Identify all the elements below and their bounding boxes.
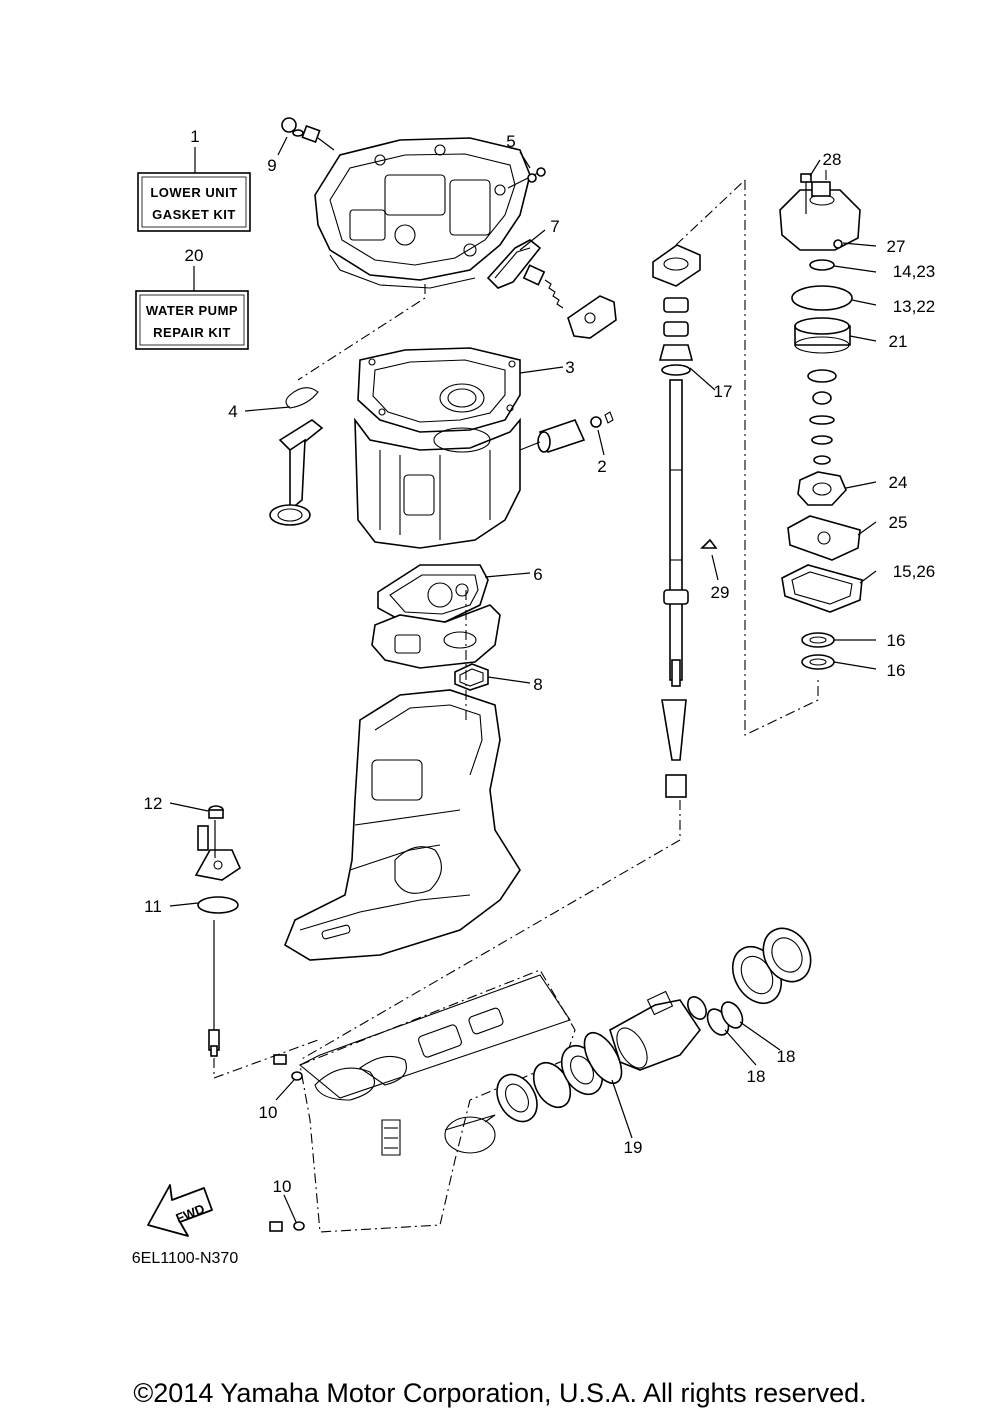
kit-20-line2: REPAIR KIT bbox=[153, 325, 231, 340]
gearcase bbox=[298, 969, 576, 1233]
part-4-water-tube bbox=[269, 387, 324, 526]
water-pump-housing bbox=[779, 173, 861, 251]
leader-lines bbox=[169, 136, 877, 1223]
callout-10-upper: 10 bbox=[259, 1103, 278, 1122]
lower-plate bbox=[371, 604, 501, 669]
kit-1-line1: LOWER UNIT bbox=[150, 185, 237, 200]
water-pump-small-parts bbox=[807, 369, 837, 465]
callout-28: 28 bbox=[823, 150, 842, 169]
callout-29: 29 bbox=[711, 583, 730, 602]
kit-1-number: 1 bbox=[190, 127, 199, 146]
forward-gear bbox=[484, 1073, 538, 1123]
callout-18-left: 18 bbox=[747, 1067, 766, 1086]
callout-24: 24 bbox=[889, 473, 908, 492]
callout-4: 4 bbox=[228, 402, 237, 421]
part-11-o-ring bbox=[197, 896, 239, 914]
callout-3: 3 bbox=[565, 358, 574, 377]
ring-nut bbox=[762, 927, 812, 983]
callout-14-23: 14,23 bbox=[893, 262, 936, 281]
part-14-o-ring bbox=[809, 259, 835, 271]
callout-6: 6 bbox=[533, 565, 542, 584]
callout-25: 25 bbox=[889, 513, 908, 532]
part-2-fitting bbox=[519, 411, 614, 453]
midsection-casing bbox=[284, 689, 521, 961]
callout-13-22: 13,22 bbox=[893, 297, 936, 316]
part-18-oil-seals bbox=[706, 1001, 744, 1036]
copyright-notice: ©2014 Yamaha Motor Corporation, U.S.A. A… bbox=[133, 1378, 867, 1408]
callout-2: 2 bbox=[597, 457, 606, 476]
part-6-gasket bbox=[377, 564, 489, 623]
part-25-outer-plate bbox=[787, 515, 861, 561]
part-12-cap bbox=[208, 805, 224, 819]
callout-27: 27 bbox=[887, 237, 906, 256]
part-10-drain-screw-upper bbox=[273, 1054, 303, 1081]
upper-drive-housing bbox=[354, 417, 521, 549]
callout-16-upper: 16 bbox=[887, 631, 906, 650]
bearing-housing bbox=[609, 990, 701, 1071]
callout-7: 7 bbox=[550, 217, 559, 236]
part-24-impeller bbox=[797, 471, 847, 506]
callout-8: 8 bbox=[533, 675, 542, 694]
kit-1-gasket-kit: 1 LOWER UNIT GASKET KIT bbox=[137, 127, 251, 232]
callout-21: 21 bbox=[889, 332, 908, 351]
callout-17: 17 bbox=[714, 382, 733, 401]
water-tube-rod bbox=[208, 920, 220, 1057]
callout-16-lower: 16 bbox=[887, 661, 906, 680]
part-16-oil-seals bbox=[801, 632, 835, 670]
callout-15-26: 15,26 bbox=[893, 562, 936, 581]
callout-19: 19 bbox=[624, 1138, 643, 1157]
callout-numbers: 2 3 4 5 6 7 8 9 10 10 11 12 13,22 14,23 … bbox=[144, 132, 936, 1196]
part-15-26-gasket bbox=[781, 564, 863, 613]
fwd-arrow: FWD bbox=[147, 1184, 213, 1237]
callout-5: 5 bbox=[506, 132, 515, 151]
diagram-code: 6EL1100-N370 bbox=[132, 1250, 239, 1267]
part-21-insert-cartridge bbox=[794, 317, 851, 354]
callout-10-lower: 10 bbox=[273, 1177, 292, 1196]
needle-bearing bbox=[687, 996, 707, 1020]
part-10-drain-screw-lower bbox=[269, 1221, 305, 1232]
callout-11: 11 bbox=[144, 897, 162, 916]
kit-20-number: 20 bbox=[185, 246, 204, 265]
upper-casing bbox=[314, 137, 531, 289]
part-5-bolt bbox=[507, 167, 546, 189]
kit-20-water-pump-kit: 20 WATER PUMP REPAIR KIT bbox=[135, 246, 249, 350]
callout-18-right: 18 bbox=[777, 1047, 796, 1066]
kit-20-line1: WATER PUMP bbox=[146, 303, 238, 318]
part-19-o-ring bbox=[583, 1031, 623, 1085]
drive-shaft-column bbox=[652, 244, 718, 798]
part-7-shift-gasket bbox=[486, 239, 617, 339]
callout-12: 12 bbox=[144, 794, 163, 813]
speedometer-pickup bbox=[194, 820, 242, 881]
kit-1-line2: GASKET KIT bbox=[152, 207, 236, 222]
part-13-o-ring bbox=[791, 285, 853, 311]
callout-9: 9 bbox=[267, 156, 276, 175]
assembly-lines bbox=[213, 170, 827, 1079]
part-3-gasket bbox=[357, 347, 521, 433]
part-8-seal bbox=[454, 663, 489, 691]
part-9-plug bbox=[281, 117, 335, 151]
